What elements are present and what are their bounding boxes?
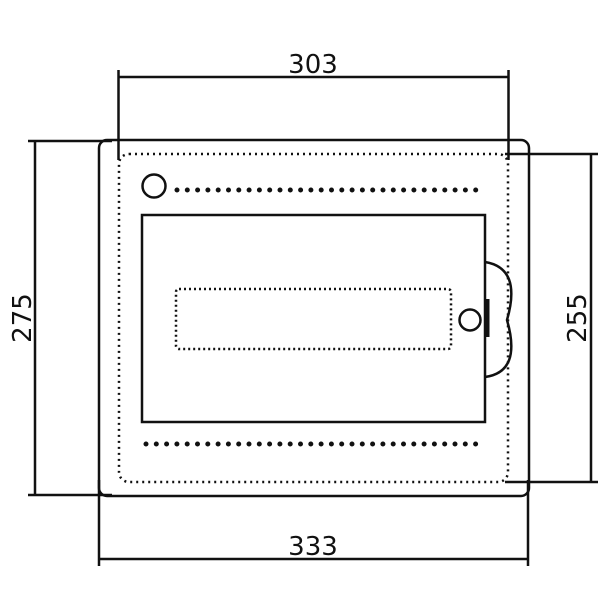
mounting-hole-icon <box>141 173 167 199</box>
dimension-275 <box>28 139 112 497</box>
dimension-255 <box>505 152 598 484</box>
label-window <box>174 287 453 351</box>
dimension-label-255: 255 <box>563 293 593 343</box>
dimension-303 <box>117 70 510 160</box>
dimension-label-333: 333 <box>288 532 338 562</box>
inner-dotted-frame <box>117 152 510 484</box>
door-panel <box>140 213 487 424</box>
dimension-label-303: 303 <box>288 50 338 80</box>
lock-icon <box>458 308 482 332</box>
outer-enclosure <box>97 138 531 498</box>
dimension-label-275: 275 <box>8 293 38 343</box>
door-handle <box>484 260 513 379</box>
